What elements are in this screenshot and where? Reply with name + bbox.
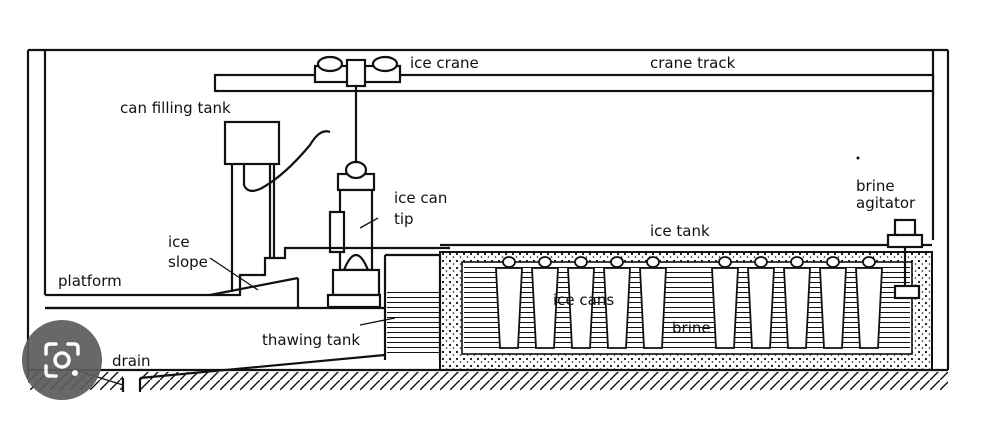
lens-search-icon xyxy=(44,342,80,378)
ice-can xyxy=(567,256,595,349)
label-brine-agitator-line1: brine xyxy=(856,177,895,195)
label-ice-can-tip-line2: tip xyxy=(394,210,414,228)
ice-can xyxy=(531,256,559,349)
label-thawing-tank: thawing tank xyxy=(262,331,360,349)
label-drain: drain xyxy=(112,352,151,370)
label-can-filling-tank: can filling tank xyxy=(120,99,231,117)
ice-can xyxy=(639,256,667,349)
ice-can xyxy=(711,256,739,349)
label-platform: platform xyxy=(58,272,122,290)
ground xyxy=(28,368,948,390)
ice-can xyxy=(747,256,775,349)
ice-can-tip xyxy=(326,160,382,309)
label-brine-agitator-line2: agitator xyxy=(856,194,916,212)
label-crane-track: crane track xyxy=(650,54,736,72)
label-ice-can-tip-line1: ice can xyxy=(394,189,447,207)
can-filling-tank xyxy=(223,120,331,292)
drain-floor xyxy=(45,306,386,392)
label-ice-crane: ice crane xyxy=(410,54,479,72)
label-ice-tank: ice tank xyxy=(650,222,710,240)
brine-agitator xyxy=(856,156,924,300)
lens-search-button[interactable] xyxy=(22,320,102,400)
ice-cans xyxy=(495,256,883,349)
ice-can xyxy=(603,256,631,349)
label-ice-slope-line1: ice xyxy=(168,233,190,251)
label-ice-slope-line2: slope xyxy=(168,253,208,271)
ice-can xyxy=(495,256,523,349)
ice-can xyxy=(783,256,811,349)
ice-can xyxy=(819,256,847,349)
label-brine: brine xyxy=(672,319,711,337)
ice-crane xyxy=(313,55,402,165)
label-ice-cans: ice cans xyxy=(553,291,614,309)
ice-can xyxy=(855,256,883,349)
